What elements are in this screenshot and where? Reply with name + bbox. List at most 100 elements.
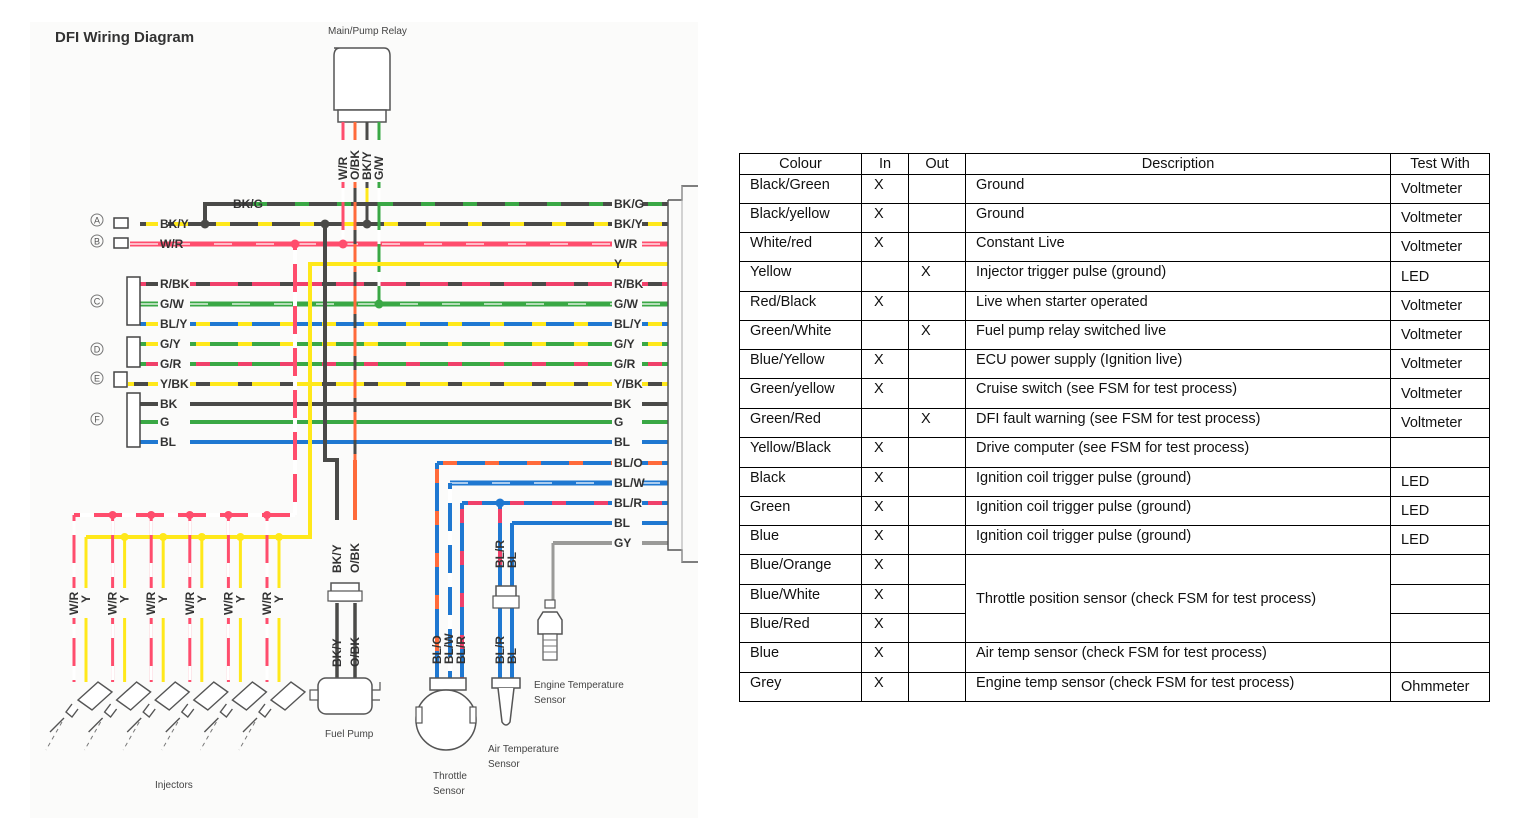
air-temp-caption-2: Sensor (488, 759, 520, 770)
injector (45, 537, 114, 751)
test-with-cell: Voltmeter (1390, 232, 1490, 262)
connector-wire-label: BK/Y (160, 217, 189, 231)
junction-dot (374, 299, 384, 309)
description-cell: Ignition coil trigger pulse (ground) (965, 525, 1391, 555)
ecu-wire-label: Y/BK (614, 377, 643, 391)
out-cell: X (908, 320, 966, 350)
injector-wire-label: W/R (67, 591, 81, 615)
ecu-wire-label: G/Y (614, 337, 635, 351)
injector-wire-label: W/R (221, 591, 235, 615)
description-cell: Cruise switch (see FSM for test process) (965, 378, 1391, 409)
ecu-wire-label: BK/Y (614, 217, 643, 231)
in-cell: X (861, 437, 909, 468)
wire-bk-g-riser (203, 202, 230, 224)
injector (199, 511, 268, 751)
test-with-cell: Voltmeter (1390, 203, 1490, 233)
connector-wire-label: BL/Y (160, 317, 187, 331)
test-with-cell: LED (1390, 496, 1490, 526)
throttle-caption-1: Throttle (433, 771, 467, 782)
fuel-pump-wire-label: BK/Y (330, 544, 344, 573)
ecu-wire-label: GY (614, 536, 631, 550)
junction-dot (338, 239, 348, 249)
test-with-cell: Voltmeter (1390, 291, 1490, 321)
ecu-wire-label: BK (614, 397, 632, 411)
fuel-pump-caption: Fuel Pump (325, 729, 374, 740)
out-cell (908, 642, 966, 673)
connector-a (113, 217, 129, 229)
test-with-cell (1390, 642, 1490, 673)
out-cell (908, 525, 966, 555)
connector-wire-label: BL (160, 435, 176, 449)
header-test-with: Test With (1390, 153, 1490, 175)
wire-function-table: Colour In Out Description Test With Blac… (739, 153, 1490, 702)
relay-caption: Main/Pump Relay (328, 26, 407, 37)
connector-c (126, 276, 141, 326)
injector-wire-label: Y (272, 595, 286, 603)
injectors-caption: Injectors (155, 780, 193, 791)
in-cell: X (861, 496, 909, 526)
out-cell (908, 584, 966, 614)
relay-wire-label: BK/Y (360, 151, 374, 180)
out-cell: X (908, 261, 966, 292)
ecu-wire-label: BL (614, 516, 630, 530)
injector (238, 511, 307, 751)
test-with-cell: Ohmmeter (1390, 672, 1490, 702)
fuel-pump-wire-label: O/BK (348, 543, 362, 573)
description-cell: DFI fault warning (see FSM for test proc… (965, 408, 1391, 438)
connector-wire-label: BK (160, 397, 178, 411)
out-cell (908, 291, 966, 321)
connector-id-circle (90, 371, 104, 385)
throttle-sensor (415, 677, 477, 751)
connector-e (113, 371, 128, 388)
connector-wire-label: R/BK (160, 277, 190, 291)
description-cell: ECU power supply (Ignition live) (965, 349, 1391, 379)
description-cell: Ignition coil trigger pulse (ground) (965, 467, 1391, 497)
out-cell (908, 203, 966, 233)
out-cell (908, 437, 966, 468)
colour-cell: Blue/Orange (739, 554, 862, 585)
connector-d (126, 336, 141, 368)
colour-cell: Blue/Red (739, 613, 862, 643)
test-with-cell (1390, 554, 1490, 585)
ecu-wire-label: R/BK (614, 277, 644, 291)
connector-id-circle (90, 213, 104, 227)
throttle-wire-label: BL/R (454, 636, 468, 664)
in-cell: X (861, 672, 909, 702)
fuel-pump-bk-y (323, 224, 339, 520)
connector-id-label: D (94, 345, 101, 355)
injector (84, 511, 152, 751)
out-cell (908, 496, 966, 526)
in-cell: X (861, 349, 909, 379)
description-cell: Live when starter operated (965, 291, 1391, 321)
connector-id-circle (90, 412, 104, 426)
in-cell: X (861, 642, 909, 673)
injector-wire-label: W/R (106, 591, 120, 615)
ecu-wire-label: W/R (614, 237, 638, 251)
connector-id-circle (90, 342, 104, 356)
description-cell: Ground (965, 174, 1391, 204)
description-cell: Engine temp sensor (check FSM for test p… (965, 672, 1391, 702)
test-with-cell: Voltmeter (1390, 174, 1490, 204)
connector-id-label: E (94, 374, 100, 384)
relay-wire-label: W/R (336, 156, 350, 180)
in-cell: X (861, 232, 909, 262)
connector-id-label: C (94, 297, 101, 307)
header-description: Description (965, 153, 1391, 175)
connector-id-circle (90, 234, 104, 248)
connector-wire-label: G/R (160, 357, 182, 371)
connector-wire-label: G/W (160, 297, 185, 311)
description-cell: Injector trigger pulse (ground) (965, 261, 1391, 292)
in-cell: X (861, 554, 909, 585)
ecu-wire-label: BL/R (614, 496, 642, 510)
colour-cell: Blue/Yellow (739, 349, 862, 379)
out-cell (908, 349, 966, 379)
colour-cell: Blue (739, 642, 862, 673)
header-in: In (861, 153, 909, 175)
ecu-wire-label: BL/O (614, 456, 643, 470)
